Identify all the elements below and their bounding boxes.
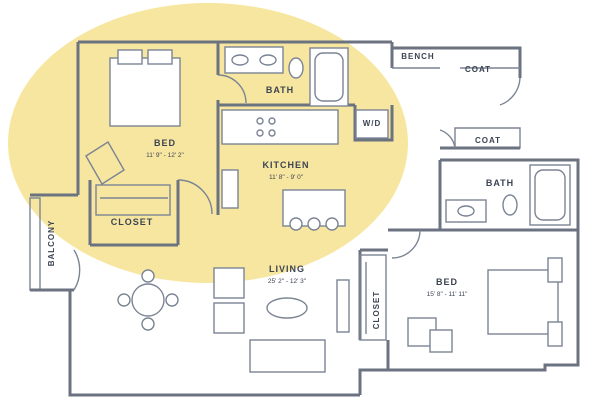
bath-2-fixtures (445, 164, 571, 226)
balcony-label: BALCONY (47, 220, 56, 267)
bed-1-furniture (85, 49, 181, 216)
walls (29, 40, 580, 397)
closet-rods (100, 197, 367, 334)
bath-1-fixtures (224, 46, 349, 107)
kitchen-label: KITCHEN (263, 160, 310, 170)
living-furniture (117, 267, 350, 373)
bed-2-size: 15' 8" - 11' 11" (427, 291, 469, 298)
closet-2-label: CLOSET (372, 291, 381, 329)
bath-1-label: BATH (266, 85, 294, 95)
doors (177, 74, 521, 259)
kitchen-size: 11' 8" - 9' 0" (269, 174, 304, 181)
highlight-zone (8, 3, 408, 283)
bed-2-label: BED (436, 277, 458, 287)
bed-2-furniture (359, 254, 563, 353)
bed-1-size: 11' 9" - 12' 2" (146, 152, 184, 159)
living-size: 25' 2" - 12' 3" (268, 278, 307, 285)
coat-1-label: COAT (465, 65, 491, 74)
coat-2-label: COAT (475, 136, 501, 145)
bath-2-label: BATH (486, 178, 514, 188)
wd-label: W/D (363, 119, 382, 128)
bench-label: BENCH (401, 52, 434, 61)
closet-1-label: CLOSET (111, 217, 154, 227)
kitchen-fixtures (221, 109, 389, 231)
living-label: LIVING (269, 264, 305, 274)
bed-1-label: BED (154, 138, 176, 148)
